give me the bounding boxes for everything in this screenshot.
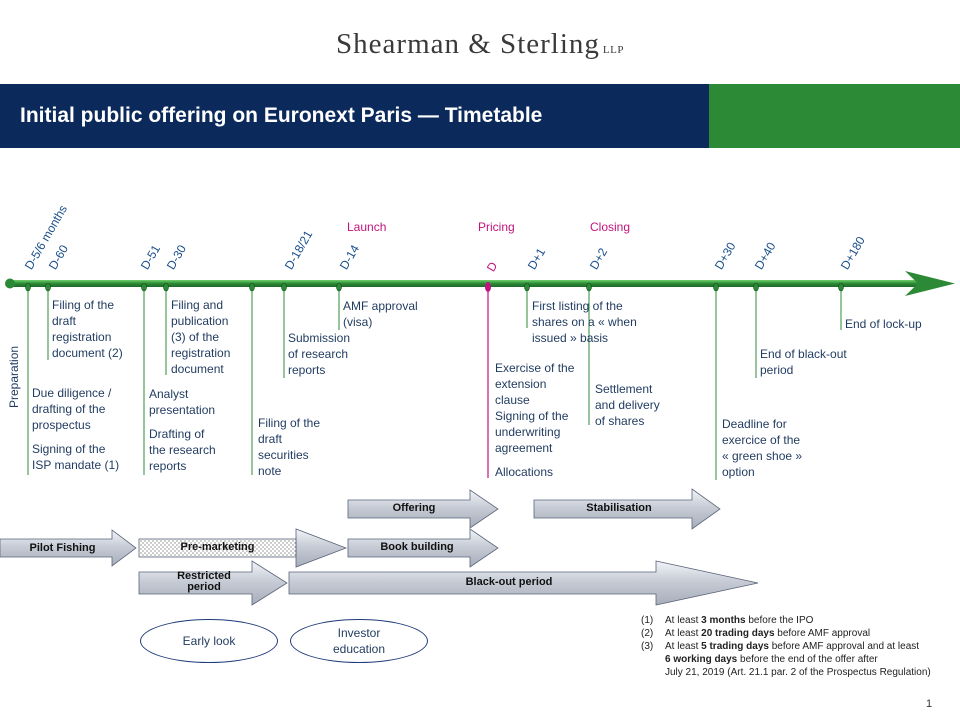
milestone-dot — [163, 282, 169, 292]
bar-label-pre-marketing: Pre-marketing — [180, 541, 255, 553]
label-signing-underwriting: Signing of the underwriting agreement — [495, 409, 569, 455]
offering-arrow — [347, 489, 499, 529]
footnote: (3) At least 5 trading days before AMF a… — [641, 640, 931, 679]
milestone-dot — [45, 282, 51, 292]
label-due-diligence: Due diligence / drafting of the prospect… — [32, 386, 112, 432]
label-end-blackout: End of black-out period — [760, 347, 847, 377]
milestone-dot — [524, 282, 530, 292]
timeline-axis — [8, 280, 918, 287]
label-filing-publication: Filing and publication (3) of the regist… — [171, 298, 231, 376]
bar-label-blackout-period: Black-out period — [465, 576, 553, 588]
label-analyst-presentation: Analyst presentation — [149, 387, 216, 417]
pre-marketing-bar — [138, 538, 297, 558]
bar-label-pilot-fishing: Pilot Fishing — [29, 542, 96, 554]
stabilisation-arrow — [533, 488, 721, 530]
book-building-arrow — [347, 528, 499, 568]
title-banner-accent — [709, 84, 960, 148]
milestone-dot — [25, 282, 31, 292]
label-drafting-research: Drafting of the research reports — [149, 427, 216, 473]
footnote-text: At least — [665, 628, 702, 639]
footnote-text: At least — [665, 641, 702, 652]
page-title: Initial public offering on Euronext Pari… — [20, 104, 543, 127]
milestone-dot — [586, 282, 592, 292]
pre-marketing-arrow — [295, 528, 348, 568]
pricing-dot — [485, 282, 491, 292]
milestone-dot — [838, 282, 844, 292]
milestone-dot — [753, 282, 759, 292]
footnote: (2) At least 20 trading days before AMF … — [641, 627, 931, 640]
milestone-dot — [281, 282, 287, 292]
footnote-text: At least — [665, 615, 702, 626]
label-filing-securities-note: Filing of the draft securities note — [258, 416, 321, 478]
footnote-bold: 5 trading days — [701, 641, 769, 652]
label-settlement: Settlement and delivery of shares — [595, 382, 660, 428]
footnote-text: before the IPO — [745, 615, 814, 626]
phase-launch: Launch — [347, 220, 387, 234]
footnote-number: (3) — [641, 641, 654, 652]
logo-suffix: LLP — [602, 44, 624, 56]
bar-label-stabilisation: Stabilisation — [586, 502, 652, 514]
label-first-listing: First listing of the shares on a « when … — [532, 299, 637, 345]
footnote-number: (1) — [641, 615, 654, 626]
footnote-text: before the end of the offer after — [737, 654, 878, 665]
footnote-bold: 20 trading days — [701, 628, 775, 639]
bar-label-book-building: Book building — [380, 541, 454, 553]
phase-pricing: Pricing — [478, 220, 515, 234]
timeline-start-dot — [5, 278, 15, 289]
timeline-arrowhead — [905, 271, 955, 296]
footnote-number: (2) — [641, 628, 654, 639]
label-deadline-green-shoe: Deadline for exercice of the « green sho… — [722, 417, 803, 479]
label-end-lockup: End of lock-up — [845, 317, 922, 331]
page-number: 1 — [926, 698, 933, 710]
footnote-text: before AMF approval and at least — [768, 641, 920, 652]
label-filing-draft-registration: Filing of the draft registration documen… — [52, 298, 123, 360]
restricted-period-arrow — [138, 560, 288, 606]
label-submission-research: Submission of research reports — [288, 331, 351, 377]
label-signing-isp: Signing of the ISP mandate (1) — [32, 442, 120, 472]
milestone-dot — [336, 282, 342, 292]
bar-label-offering: Offering — [392, 502, 436, 514]
footnotes: (1) At least 3 months before the IPO (2)… — [641, 614, 931, 679]
footnote-text: July 21, 2019 (Art. 21.1 par. 2 of the P… — [665, 667, 931, 678]
bar-label-restricted-period: Restricted period — [177, 570, 231, 593]
oval-investor-education: Investor education — [290, 619, 428, 663]
footnote: (1) At least 3 months before the IPO — [641, 614, 931, 627]
footnote-text: before AMF approval — [774, 628, 871, 639]
oval-early-look: Early look — [140, 619, 278, 663]
blackout-period-arrow — [288, 560, 759, 606]
footnote-bold: 6 working days — [665, 654, 738, 665]
title-banner — [0, 84, 709, 148]
milestone-lines — [27, 288, 842, 480]
label-amf-approval: AMF approval (visa) — [343, 299, 418, 329]
pilot-fishing-arrow — [0, 529, 137, 567]
milestone-dot — [141, 282, 147, 292]
label-exercise-extension: Exercise of the extension clause — [495, 361, 575, 407]
phase-closing: Closing — [590, 220, 631, 234]
label-allocations: Allocations — [495, 465, 554, 479]
milestone-dot — [249, 282, 255, 292]
footnote-bold: 3 months — [701, 615, 746, 626]
label-preparation: Preparation — [7, 345, 21, 408]
milestone-dot — [713, 282, 719, 292]
logo-text: Shearman & Sterling — [336, 28, 600, 60]
